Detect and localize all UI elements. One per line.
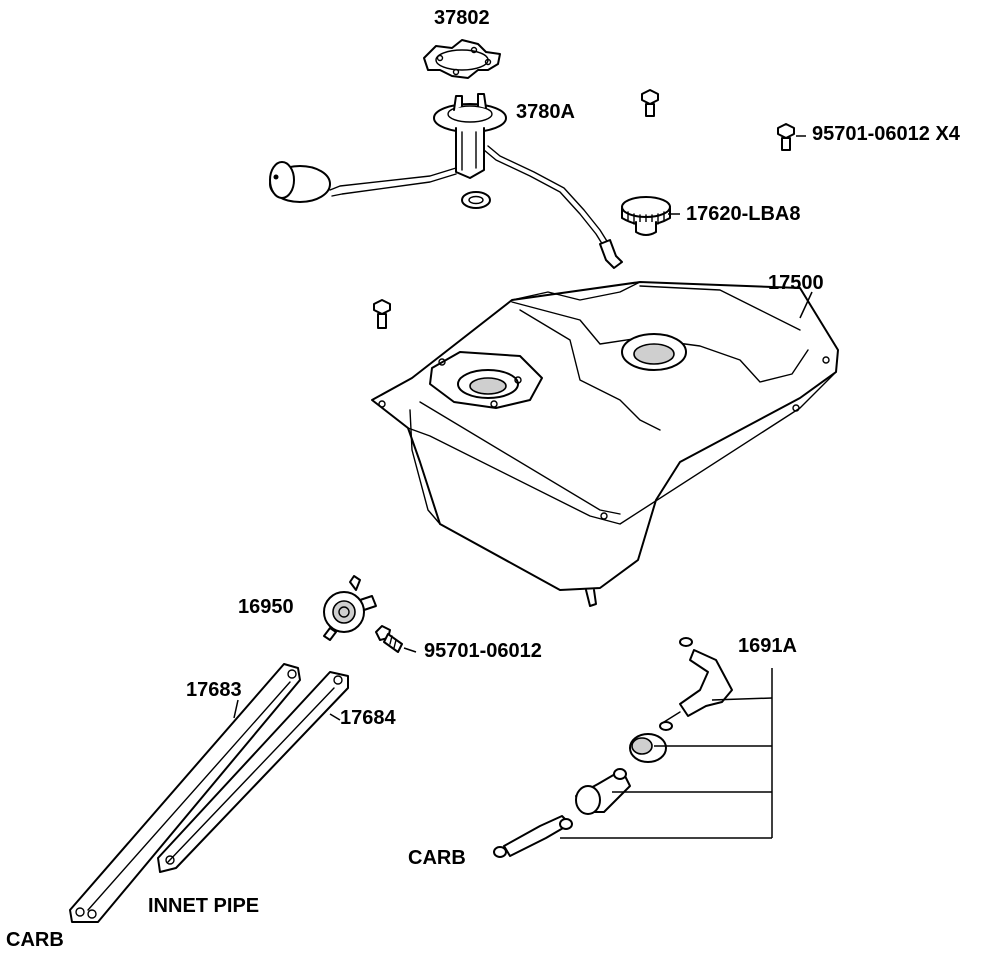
label-16950: 16950	[238, 596, 294, 618]
label-17684: 17684	[340, 707, 396, 729]
label-17683: 17683	[186, 679, 242, 701]
bolt-95701-06012	[375, 625, 403, 653]
label-95701-06012: 95701-06012	[424, 640, 542, 662]
label-1691a: 1691A	[738, 635, 797, 657]
label-carb-right: CARB	[408, 847, 466, 869]
pipe-17684	[157, 671, 349, 873]
bolt-icon	[373, 299, 391, 329]
gasket-37802	[423, 39, 501, 79]
label-37802: 37802	[434, 7, 490, 29]
leader-lines	[233, 135, 813, 839]
bolt-icon	[777, 123, 795, 151]
label-17620-lba8: 17620-LBA8	[686, 203, 801, 225]
fuel-sender-3780a	[269, 93, 623, 269]
label-17500: 17500	[768, 272, 824, 294]
bolt-icon	[641, 89, 659, 117]
pipe-17683	[69, 663, 301, 923]
label-95701-06012-x4: 95701-06012 X4	[812, 123, 960, 145]
label-carb-left: CARB	[6, 929, 64, 951]
fuel-tank-17500	[371, 281, 839, 607]
label-3780a: 3780A	[516, 101, 575, 123]
fuel-cock-16950	[323, 575, 377, 641]
fuel-line-kit-1691a	[493, 637, 733, 858]
label-innet-pipe: INNET PIPE	[148, 895, 260, 917]
fuel-cap-17620	[621, 196, 671, 236]
